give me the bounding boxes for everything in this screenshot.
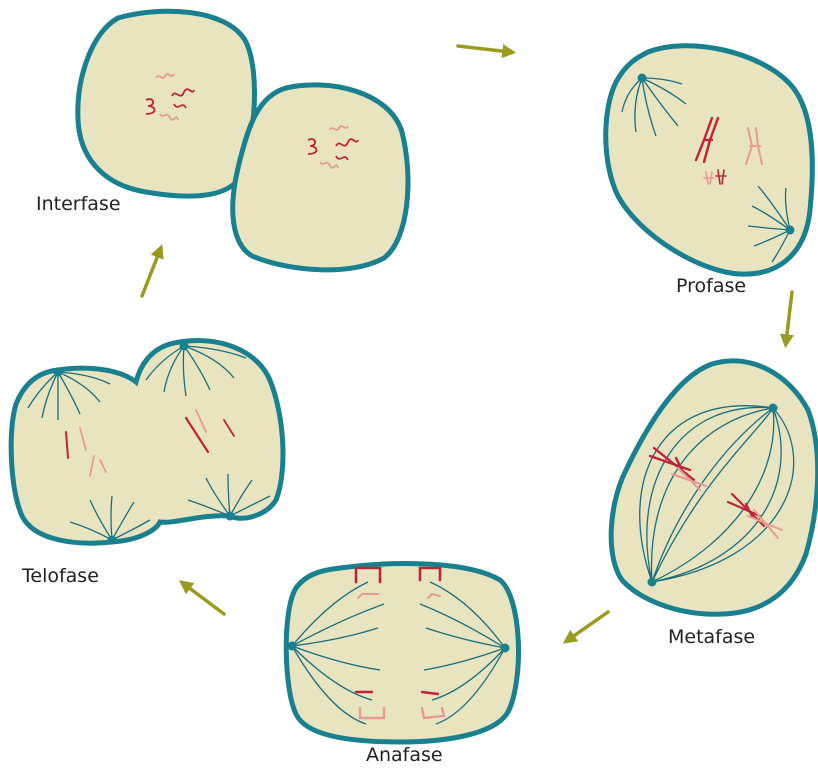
label-anafase: Anafase — [366, 744, 443, 766]
profase-cell — [606, 46, 813, 274]
profase-stage — [606, 46, 813, 274]
interfase-cell-left — [78, 11, 255, 196]
arrow-anafase-to-telofase — [184, 584, 224, 614]
anafase-centrosome-left — [288, 642, 297, 651]
telofase-stage — [11, 341, 283, 545]
label-telofase: Telofase — [22, 565, 99, 587]
label-profase: Profase — [676, 275, 746, 297]
label-interfase: Interfase — [36, 193, 121, 215]
arrow-interfase-to-profase — [458, 46, 510, 52]
label-metafase: Metafase — [668, 626, 755, 648]
arrow-metafase-to-anafase — [568, 612, 608, 640]
anafase-stage — [286, 564, 518, 742]
telofase-centrosome-bottom-right — [226, 512, 235, 521]
interfase-stage — [78, 11, 408, 270]
anafase-centrosome-right — [501, 644, 510, 653]
telofase-centrosome-top-left — [54, 368, 63, 377]
telofase-centrosome-bottom-left — [108, 536, 117, 545]
interfase-cell-right — [233, 85, 408, 270]
profase-centrosome-top — [638, 74, 647, 83]
metafase-stage — [611, 361, 818, 614]
profase-centrosome-bottom — [786, 226, 795, 235]
telofase-centrosome-top-right — [180, 342, 189, 351]
arrow-profase-to-metafase — [786, 292, 792, 342]
anafase-cell — [286, 564, 518, 742]
metafase-centrosome-bottom — [648, 578, 657, 587]
telofase-cell — [11, 341, 283, 544]
metafase-centrosome-top — [769, 404, 778, 413]
arrow-telofase-to-interfase — [142, 250, 160, 296]
